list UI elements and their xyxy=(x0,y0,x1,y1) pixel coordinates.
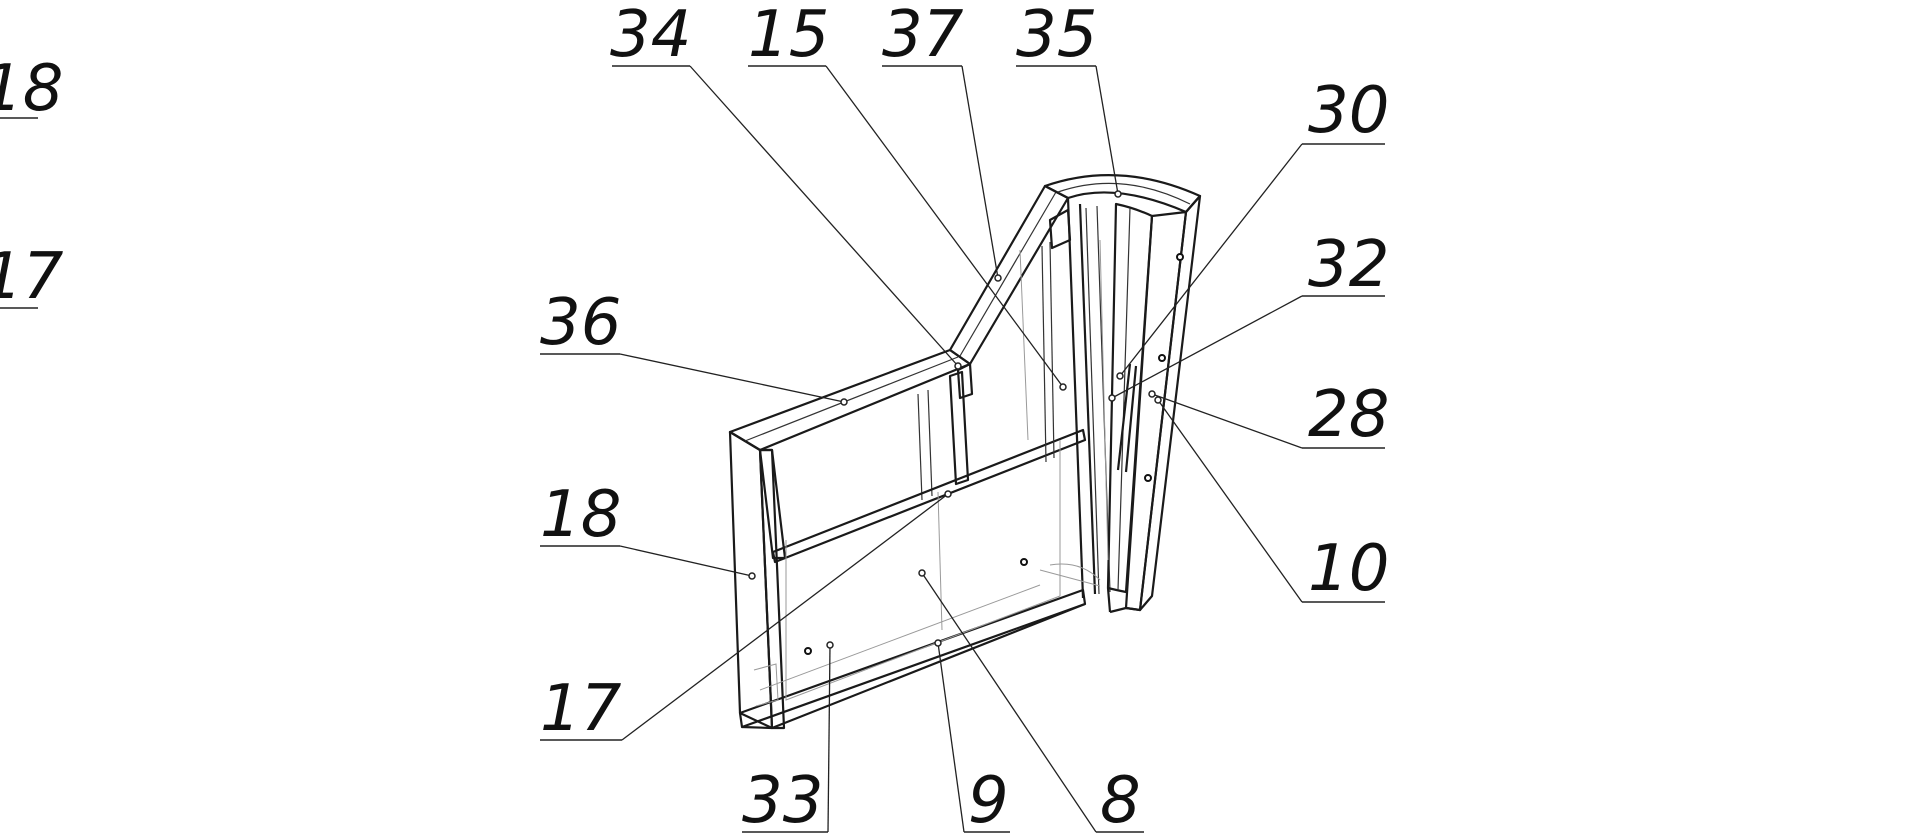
callout-36: 36 xyxy=(540,286,848,406)
callout-32: 32 xyxy=(1108,228,1389,402)
leader-dot-37 xyxy=(994,274,1002,282)
outer-right-panel-foot xyxy=(1125,606,1141,612)
hidden-bottom-shelf xyxy=(759,584,1041,691)
tall-column-mid-edge xyxy=(1085,207,1100,595)
margin-label-17: 17 xyxy=(0,240,64,314)
screw-hole xyxy=(1158,354,1166,362)
hidden-corner-block xyxy=(753,663,779,707)
screw-hole xyxy=(1176,253,1184,261)
margin-label-18: 18 xyxy=(0,52,63,126)
ref-label-28: 28 xyxy=(1308,378,1389,452)
callout-35: 35 xyxy=(1016,0,1122,198)
tall-column-left-edge xyxy=(1066,197,1085,599)
callout-37: 37 xyxy=(882,0,1002,282)
handle-slot-right xyxy=(1124,365,1138,473)
ref-label-33: 33 xyxy=(742,764,823,835)
hidden-shelf-return xyxy=(1039,569,1101,587)
ref-label-18: 18 xyxy=(540,478,621,552)
leader-32 xyxy=(1111,295,1303,399)
callout-33: 33 xyxy=(742,641,834,835)
callout-17: 17 xyxy=(540,490,952,746)
callout-8: 8 xyxy=(918,569,1144,835)
callout-34: 34 xyxy=(610,0,962,370)
handle-slot-left xyxy=(1116,363,1132,471)
front-mullion-left xyxy=(917,393,923,501)
leader-dot-36 xyxy=(840,398,848,406)
curved-door-panel-inner xyxy=(1117,207,1131,591)
leader-dot-30 xyxy=(1116,372,1124,380)
ref-label-34: 34 xyxy=(610,0,691,72)
leader-8 xyxy=(921,572,1097,833)
hidden-mullion xyxy=(937,491,943,631)
leader-dot-9 xyxy=(934,639,942,647)
slope-joint-bracket xyxy=(956,362,974,400)
cabinet-assembly xyxy=(728,174,1202,730)
ref-label-37: 37 xyxy=(882,0,964,72)
callout-30: 30 xyxy=(1116,74,1389,380)
ref-label-8: 8 xyxy=(1100,764,1141,835)
leader-dot-34 xyxy=(954,362,962,370)
leader-15 xyxy=(825,65,1064,388)
ref-label-9: 9 xyxy=(968,764,1009,835)
leader-dot-15 xyxy=(1059,383,1067,391)
ref-label-15: 15 xyxy=(748,0,829,72)
hidden-rear-stile xyxy=(1019,249,1029,441)
ref-label-35: 35 xyxy=(1016,0,1097,72)
callout-15: 15 xyxy=(748,0,1067,391)
screw-hole xyxy=(804,647,812,655)
leader-dot-10 xyxy=(1154,396,1162,404)
hidden-column-line xyxy=(1099,239,1109,561)
tall-column-foot-base xyxy=(1109,606,1127,614)
leader-28 xyxy=(1151,393,1303,449)
leader-dot-32 xyxy=(1108,394,1116,402)
bottom-plinth-front-edge xyxy=(771,602,1086,730)
rear-stile-left xyxy=(1041,245,1047,463)
hidden-inner-box xyxy=(785,440,1061,701)
ref-label-17: 17 xyxy=(540,672,622,746)
margin-label-group-18: 18 xyxy=(0,52,63,126)
sloped-top-inner-edge xyxy=(959,191,1057,357)
ref-label-36: 36 xyxy=(540,286,621,360)
front-mullion-right xyxy=(927,389,933,497)
leader-10 xyxy=(1157,399,1303,603)
leader-37 xyxy=(961,65,999,279)
leader-36 xyxy=(619,353,845,403)
leader-dot-33 xyxy=(826,641,834,649)
callout-28: 28 xyxy=(1148,378,1389,452)
ref-label-10: 10 xyxy=(1308,532,1389,606)
ref-label-30: 30 xyxy=(1308,74,1389,148)
low-section-top-inner-edge xyxy=(744,356,959,442)
hidden-inner-curve xyxy=(1049,563,1101,581)
callout-10: 10 xyxy=(1154,396,1389,606)
rear-stile-right xyxy=(1049,241,1055,459)
screw-hole xyxy=(1020,558,1028,566)
leader-30 xyxy=(1119,143,1303,377)
outer-right-panel-face xyxy=(1124,210,1188,612)
upper-slope-block xyxy=(1048,208,1072,250)
leader-dot-8 xyxy=(918,569,926,577)
middle-rail xyxy=(771,428,1087,564)
bottom-plinth-left-edge xyxy=(741,725,773,730)
left-end-panel-edge xyxy=(758,448,786,730)
margin-label-group-17: 17 xyxy=(0,240,64,314)
tall-column-foot xyxy=(1106,587,1112,613)
callout-18: 18 xyxy=(540,478,756,580)
leader-33 xyxy=(827,644,831,833)
tall-column-inner-edge xyxy=(1078,203,1097,595)
screw-hole xyxy=(1144,474,1152,482)
leader-35 xyxy=(1095,65,1119,195)
leader-dot-18 xyxy=(748,572,756,580)
curved-top-cap-inner xyxy=(1057,182,1191,205)
leader-17 xyxy=(621,493,949,741)
ref-label-32: 32 xyxy=(1308,228,1389,302)
leader-dot-28 xyxy=(1148,390,1156,398)
leader-9 xyxy=(937,642,965,833)
leader-34 xyxy=(689,65,959,367)
leader-18 xyxy=(619,545,753,577)
leader-dot-35 xyxy=(1114,190,1122,198)
bottom-plinth xyxy=(738,588,1087,729)
callout-9: 9 xyxy=(934,639,1010,835)
leader-dot-17 xyxy=(944,490,952,498)
